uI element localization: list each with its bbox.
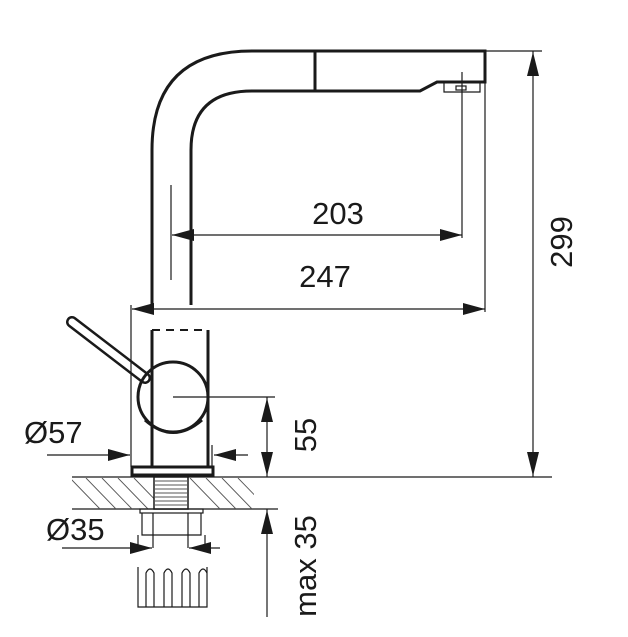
dimension-base-diameter: Ø57 (24, 415, 248, 467)
dimension-label-299: 299 (544, 216, 579, 268)
dimension-247: 247 (130, 82, 486, 467)
dimension-label-203: 203 (312, 196, 364, 231)
dimension-299: 299 (485, 50, 579, 477)
dimension-max-35: max 35 (261, 509, 323, 617)
dimension-label-55: 55 (288, 418, 323, 452)
countertop (72, 476, 552, 510)
dimension-thread-diameter: Ø35 (46, 512, 220, 554)
dimension-label-57: Ø57 (24, 415, 83, 450)
faucet-body (66, 316, 215, 477)
dimension-label-max-35: max 35 (288, 515, 323, 617)
mounting-fitting (137, 508, 208, 608)
dimension-label-35: Ø35 (46, 512, 105, 547)
dimension-55: 55 (173, 396, 323, 477)
dimension-203: 203 (170, 72, 463, 280)
dimension-label-247: 247 (299, 259, 351, 294)
